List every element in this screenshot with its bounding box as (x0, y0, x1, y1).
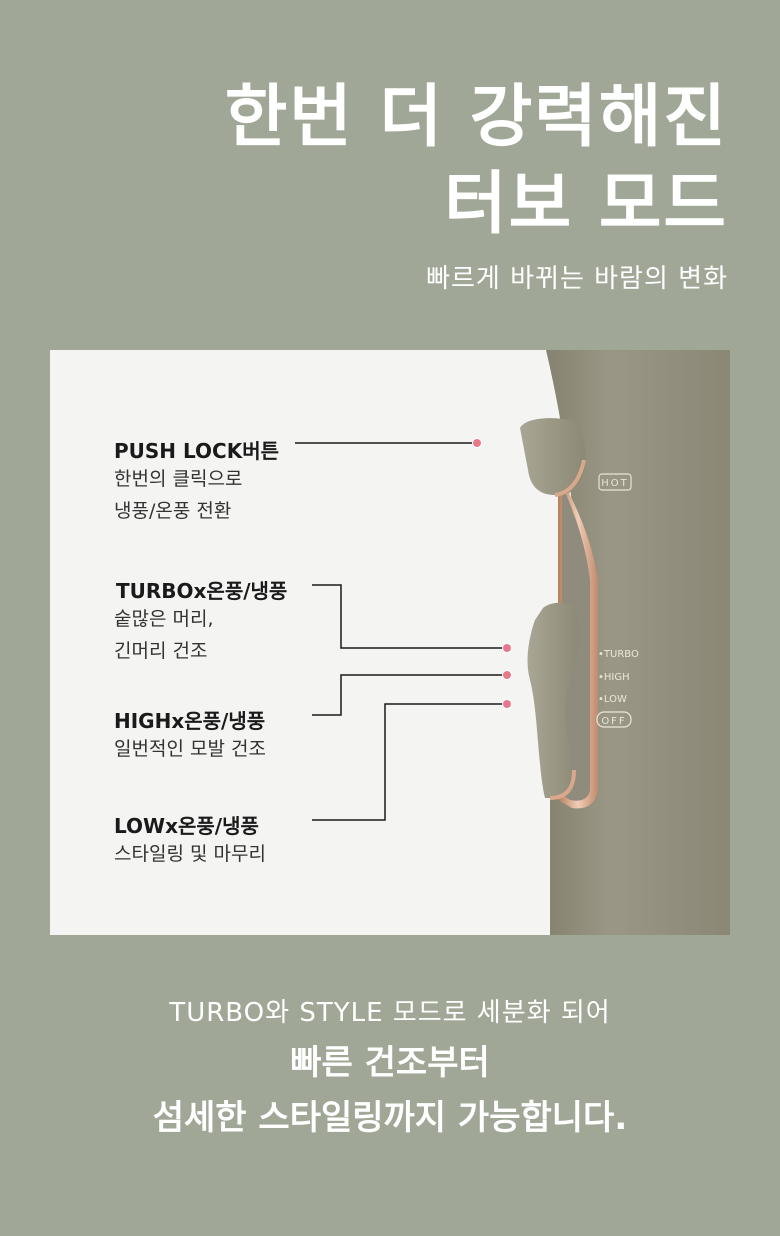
feature-title-turbo: TURBOx온풍/냉풍 (116, 579, 288, 603)
feature-panel: HOT •TURBO •HIGH •LOW OFF PUSH LOCK버튼 한번… (50, 350, 730, 935)
pointer-dots (472, 438, 512, 709)
leader-lines (295, 442, 505, 821)
hair-dryer-illustration: HOT •TURBO •HIGH •LOW OFF (295, 350, 730, 935)
mode-label-turbo: •TURBO (598, 649, 639, 660)
mode-label-low: •LOW (598, 694, 627, 705)
feature-title-high: HIGHx온풍/냉풍 (114, 709, 266, 733)
mode-label-off: OFF (601, 716, 626, 727)
push-lock-button (520, 418, 586, 495)
headline-line-1: 한번 더 강력해진 (224, 78, 728, 157)
feature-title-push-lock: PUSH LOCK버튼 (114, 439, 280, 463)
footer-line-3: 섬세한 스타일링까지 가능합니다. (152, 1098, 628, 1138)
subtitle: 빠르게 바뀌는 바람의 변화 (426, 264, 728, 294)
feature-desc-turbo-2: 긴머리 건조 (114, 640, 208, 662)
feature-desc-turbo-1: 숱많은 머리, (114, 608, 214, 630)
feature-title-low: LOWx온풍/냉풍 (114, 814, 259, 838)
footer-line-2: 빠른 건조부터 (290, 1043, 490, 1083)
feature-desc-push-lock-2: 냉풍/온풍 전환 (114, 500, 232, 522)
mode-slider (527, 602, 580, 798)
mode-label-high: •HIGH (598, 672, 630, 683)
feature-desc-low: 스타일링 및 마무리 (114, 843, 266, 865)
headline-line-2: 터보 모드 (444, 165, 728, 244)
footer-line-1: TURBO와 STYLE 모드로 세분화 되어 (169, 998, 611, 1028)
feature-desc-high: 일번적인 모발 건조 (114, 738, 266, 760)
feature-desc-push-lock-1: 한번의 클릭으로 (114, 468, 243, 490)
hot-label: HOT (601, 478, 629, 489)
